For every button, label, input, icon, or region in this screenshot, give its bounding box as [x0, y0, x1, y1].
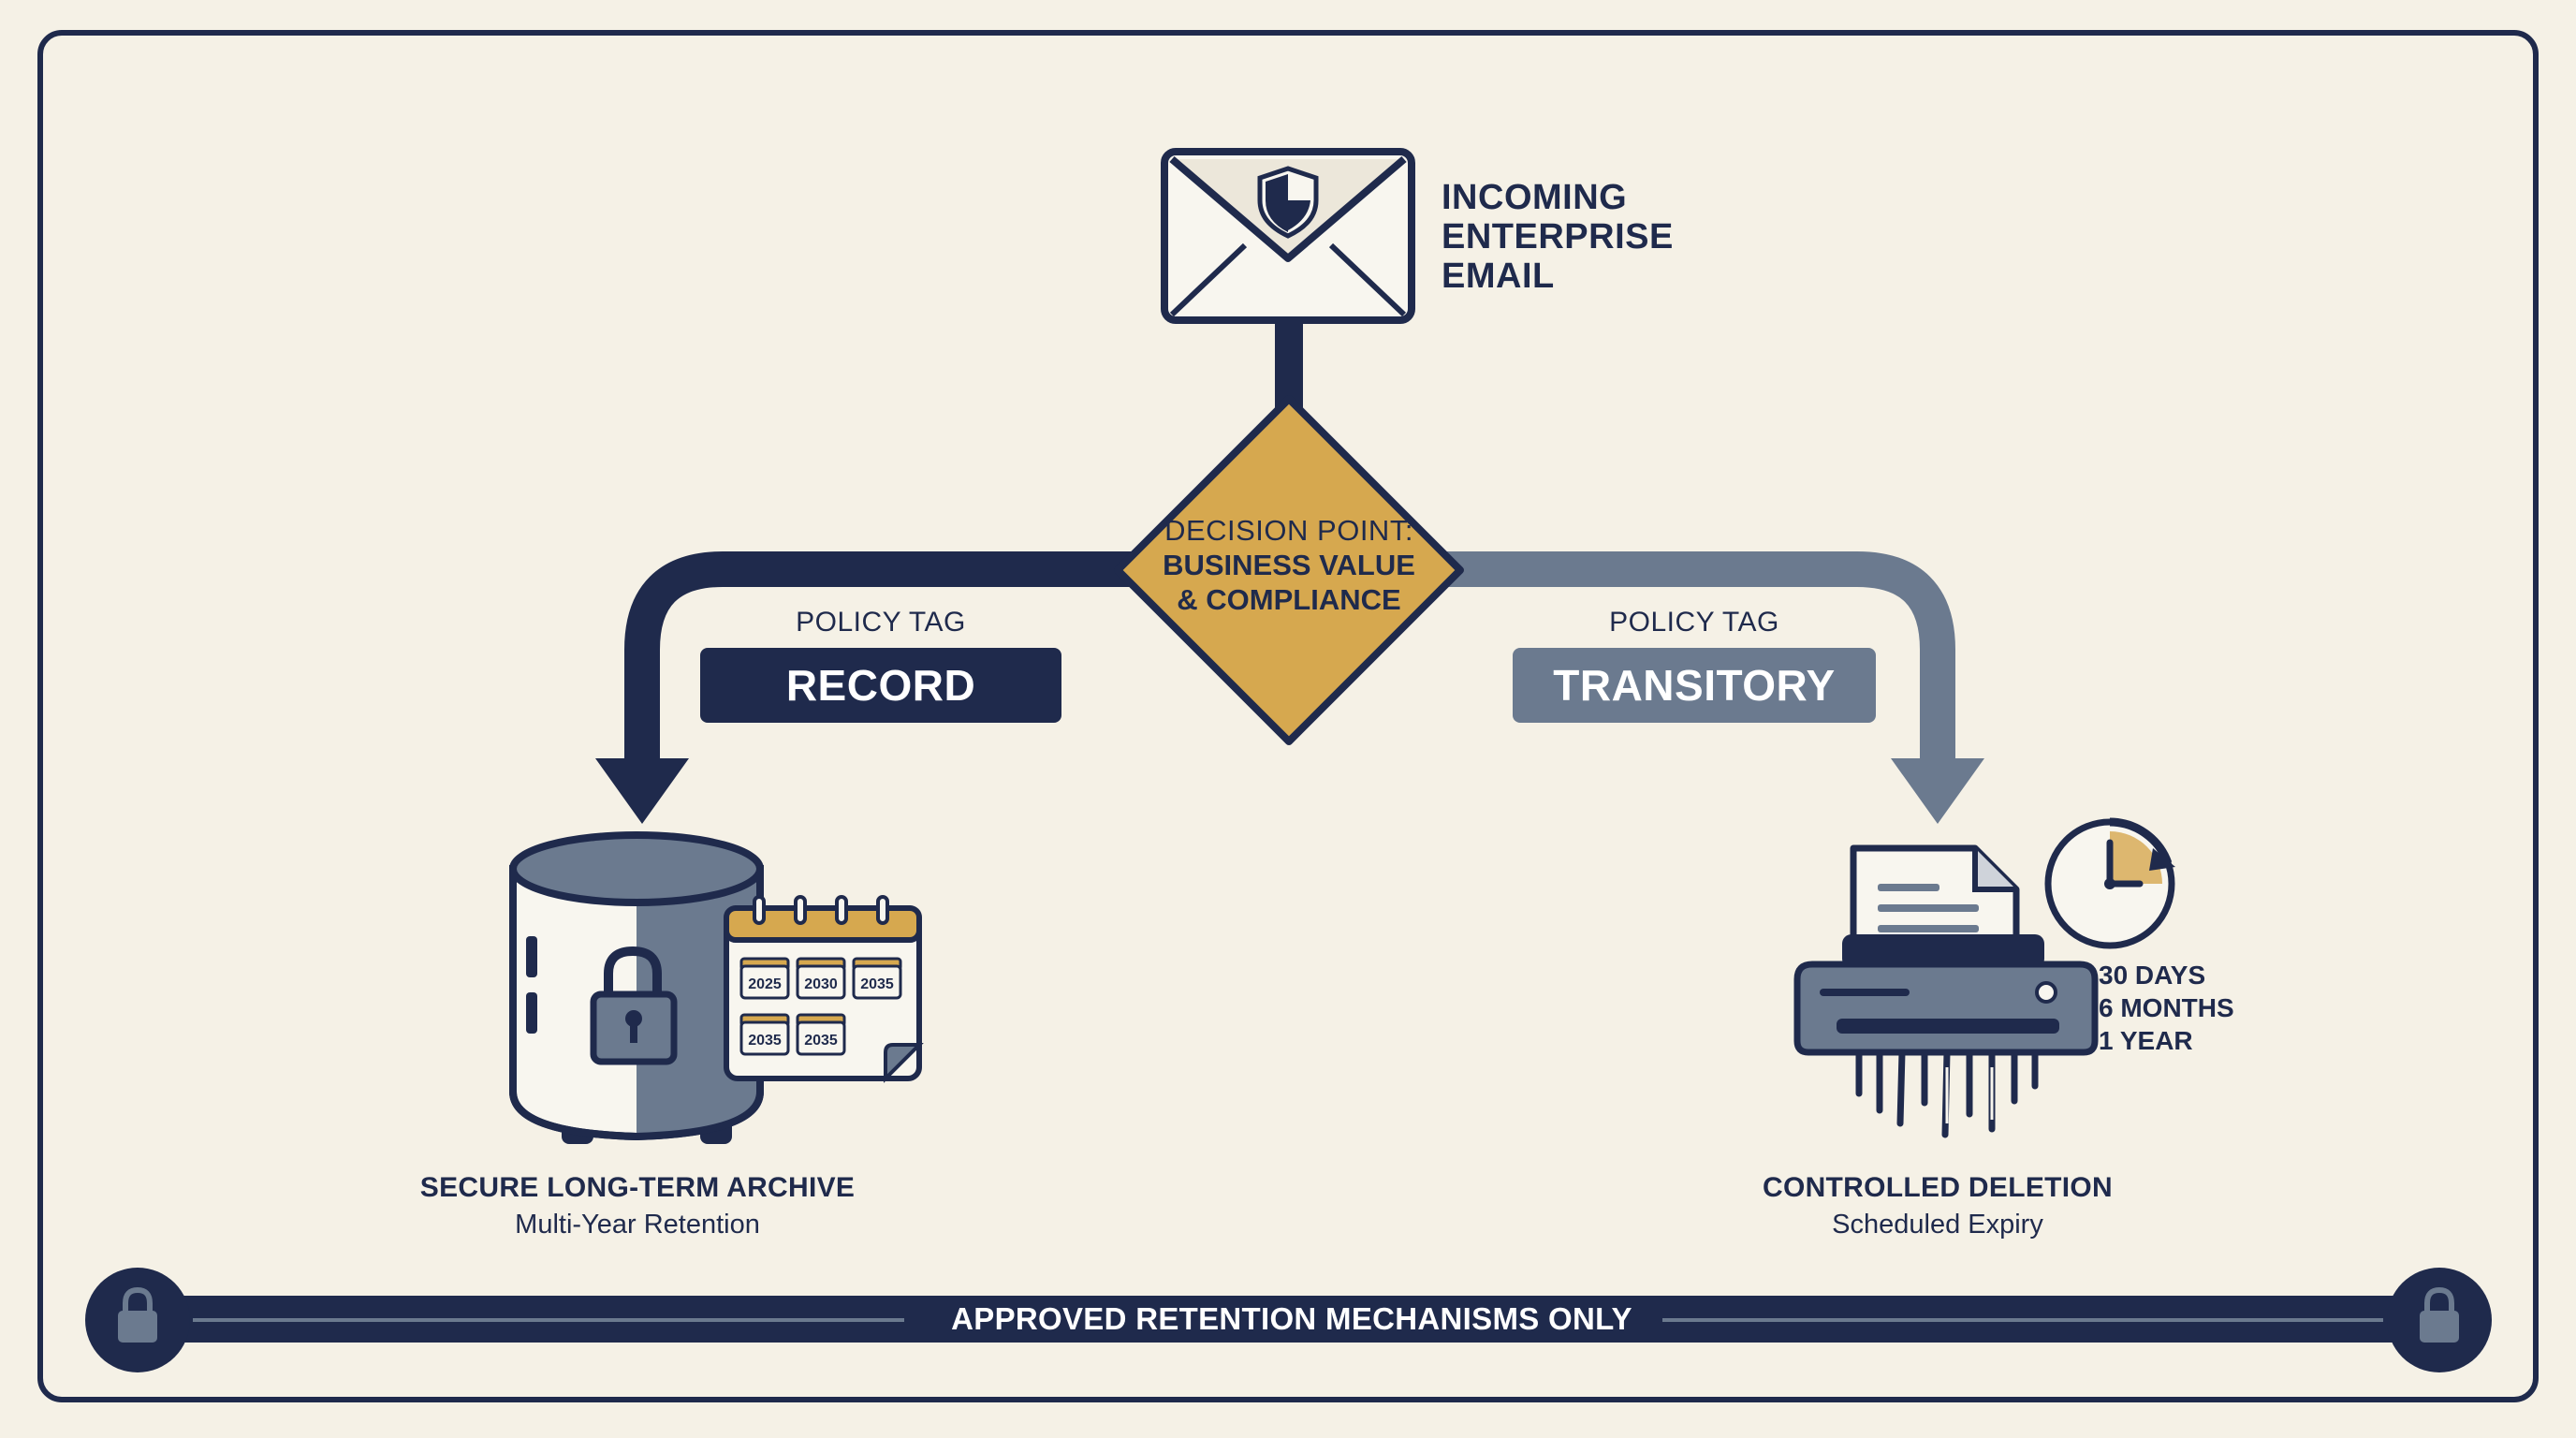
deletion-caption: CONTROLLED DELETION Scheduled Expiry [1657, 1172, 2218, 1240]
padlock-icon [2420, 1286, 2459, 1343]
calendar-year-cell: 2035 [796, 1013, 846, 1056]
outer-frame [37, 30, 2539, 1402]
calendar-year-cell: 2030 [796, 957, 846, 1000]
transitory-arrow [1446, 551, 1955, 760]
calendar-year-cell: 2035 [852, 957, 902, 1000]
record-policy-label: POLICY TAG [796, 607, 966, 638]
email-label: INCOMING ENTERPRISE EMAIL [1442, 178, 1674, 296]
record-tag: RECORD [700, 648, 1061, 723]
email-connector [1275, 315, 1303, 408]
deletion-subtitle: Scheduled Expiry [1832, 1210, 2043, 1240]
decision-line-2: BUSINESS VALUE [1163, 549, 1415, 581]
calendar-year-label: 2035 [804, 1033, 838, 1049]
padlock-icon [118, 1286, 157, 1343]
retention-period: 30 DAYS [2099, 961, 2206, 990]
retention-banner [85, 1268, 2492, 1372]
archive-caption: SECURE LONG-TERM ARCHIVE Multi-Year Rete… [357, 1172, 918, 1240]
calendar-year-cell: 2025 [739, 957, 790, 1000]
decision-diamond [1114, 395, 1464, 745]
calendar-year-label: 2035 [860, 976, 894, 992]
decision-line-3: & COMPLIANCE [1177, 583, 1401, 616]
transitory-tag: TRANSITORY [1513, 648, 1876, 723]
decision-line-1: DECISION POINT: [1164, 514, 1413, 547]
transitory-policy-label: POLICY TAG [1609, 607, 1779, 638]
calendar-icon: 2025 2030 2035 2035 2035 [724, 895, 924, 1083]
deletion-title: CONTROLLED DELETION [1762, 1172, 2114, 1203]
record-arrow [624, 551, 1133, 760]
email-label-line: INCOMING [1442, 178, 1628, 217]
calendar-year-label: 2035 [748, 1033, 782, 1049]
clock-icon [2044, 817, 2175, 949]
calendar-year-cell: 2035 [739, 1013, 790, 1056]
retention-period: 6 MONTHS [2099, 993, 2234, 1022]
archive-subtitle: Multi-Year Retention [515, 1210, 760, 1240]
retention-periods: 30 DAYS 6 MONTHS 1 YEAR [2099, 959, 2234, 1057]
decision-label: DECISION POINT: BUSINESS VALUE & COMPLIA… [1120, 513, 1457, 617]
calendar-year-label: 2025 [748, 976, 782, 992]
transitory-arrowhead [1891, 758, 1984, 824]
calendar-year-label: 2030 [804, 976, 838, 992]
archive-title: SECURE LONG-TERM ARCHIVE [419, 1172, 856, 1203]
email-shield-icon [1161, 148, 1415, 324]
record-arrowhead [595, 758, 689, 824]
banner-text: APPROVED RETENTION MECHANISMS ONLY [951, 1301, 1632, 1336]
email-label-line: ENTERPRISE [1442, 217, 1674, 257]
vault-lock-icon [509, 831, 764, 1144]
email-label-line: EMAIL [1442, 257, 1555, 296]
shredder-icon [1793, 844, 2099, 1138]
retention-period: 1 YEAR [2099, 1026, 2193, 1055]
